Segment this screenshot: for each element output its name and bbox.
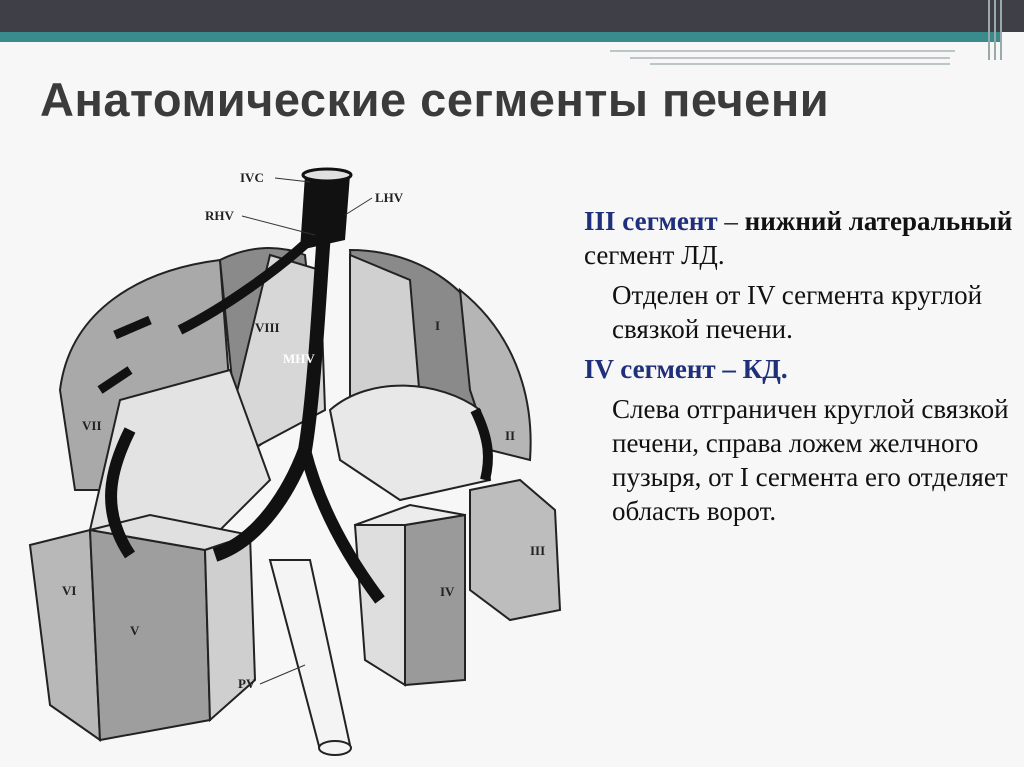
label-segment-viii: VIII	[255, 320, 280, 335]
top-accent-line	[0, 32, 1000, 42]
middle-hepatic-vein-branch	[299, 448, 385, 604]
banner-stripes	[988, 0, 1006, 60]
segment-iii-bold-text: нижний латеральный	[744, 206, 1013, 236]
segment-v-shape	[88, 528, 212, 742]
segment-iii-heading: III сегмент	[584, 206, 718, 236]
liver-segments-diagram: IVC RHV LHV MHV PV I II III IV V VI VII …	[28, 167, 562, 756]
right-hepatic-vein	[177, 226, 324, 335]
portal-vein-shape	[268, 559, 352, 752]
segment-iv-heading: IV сегмент – КД.	[584, 354, 788, 384]
label-pv: PV	[238, 676, 256, 691]
segment-ii-shape	[458, 287, 532, 462]
ivc-top	[301, 167, 353, 183]
right-stub-2	[97, 366, 133, 394]
description-panel: III сегмент – нижний латеральный сегмент…	[584, 204, 1014, 528]
label-segment-iii: III	[530, 543, 545, 558]
label-segment-ii: II	[505, 428, 515, 443]
label-segment-vii: VII	[82, 418, 102, 433]
segment-iv-shape	[404, 513, 466, 687]
right-branch-lower	[105, 427, 136, 559]
top-banner	[0, 0, 1024, 60]
segment-iii-dash: –	[717, 206, 745, 236]
segment-iv-description: Слева отграничен круглой связкой печени,…	[612, 394, 1009, 526]
label-segment-i: I	[435, 318, 440, 333]
label-segment-iv: IV	[440, 584, 455, 599]
segment-iv-top	[354, 503, 466, 526]
decorative-lines	[610, 46, 955, 66]
segment-iv-front	[353, 524, 406, 687]
label-rhv: RHV	[205, 208, 235, 223]
segment-iii-heading-line: III сегмент – нижний латеральный сегмент…	[584, 204, 1014, 272]
label-mhv: MHV	[283, 351, 315, 366]
middle-left-block	[88, 368, 272, 562]
segment-iii-description: Отделен от IV сегмента круглой связкой п…	[612, 280, 983, 344]
segment-vi-shape	[28, 528, 102, 742]
segment-v-side	[203, 533, 257, 723]
portal-vein-end	[318, 740, 352, 756]
label-segment-vi: VI	[62, 583, 76, 598]
label-segment-v: V	[130, 623, 140, 638]
segment-viii-front	[233, 253, 327, 452]
label-lhv: LHV	[375, 190, 404, 205]
middle-right-block	[328, 384, 492, 502]
label-ivc: IVC	[240, 170, 264, 185]
middle-hepatic-vein	[212, 219, 332, 562]
left-hepatic-vein	[470, 407, 493, 482]
segment-iii-shape	[469, 478, 562, 622]
segment-iii-rest: сегмент ЛД.	[584, 240, 725, 270]
slide-title: Анатомические сегменты печени	[40, 73, 830, 126]
right-stub-1	[113, 315, 152, 340]
